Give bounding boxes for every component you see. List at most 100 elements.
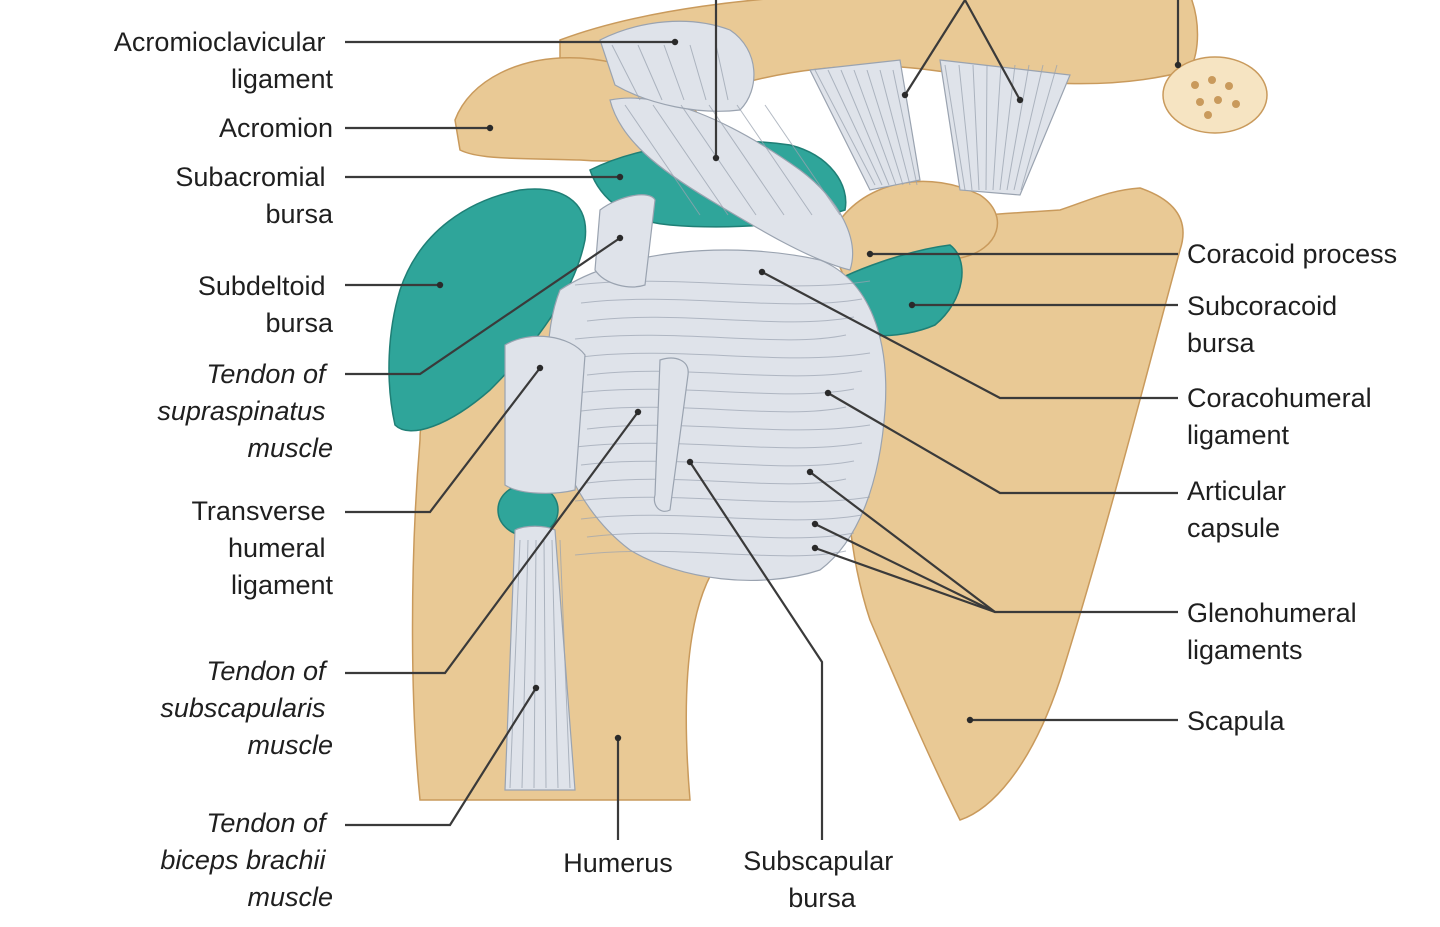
marrow-hole [1225, 82, 1233, 90]
label-subdeltoid-bursa: Subdeltoid bursa [198, 271, 334, 338]
label-glenohumeral-ligaments: Glenohumeral ligaments [1187, 598, 1364, 665]
leader-biceps-tendon [345, 687, 537, 827]
label-coracohumeral-ligament: Coracohumeral ligament [1187, 383, 1379, 450]
label-scapula: Scapula [1187, 706, 1286, 736]
ligament-fiber-line [736, 104, 813, 216]
marrow-hole [1232, 100, 1240, 108]
supraspinatus-tendon [594, 194, 656, 288]
dot [671, 38, 679, 46]
dot [536, 364, 544, 372]
label-tendon-supraspinatus: Tendon of supraspinatus muscle [157, 359, 333, 463]
leader-dots [436, 38, 1182, 742]
capsule-fiber-line [586, 424, 871, 431]
dot [614, 734, 622, 742]
capsule-fiber-line [586, 478, 847, 485]
ligament-fiber-line [853, 69, 897, 186]
capsule-fiber-line [586, 532, 855, 539]
leader-supraspinatus-tendon [345, 237, 621, 376]
dot [824, 389, 832, 397]
marrow-hole [1196, 98, 1204, 106]
label-articular-capsule: Articular capsule [1187, 476, 1294, 543]
biceps-brachii-tendon [504, 525, 576, 791]
ligament-fiber-line [1020, 64, 1058, 191]
clavicle-cut-end [1162, 56, 1268, 134]
ligament-fiber-line [985, 64, 988, 191]
dot [806, 468, 814, 476]
dot [908, 301, 916, 309]
dot [966, 716, 974, 724]
label-humerus: Humerus [563, 848, 673, 878]
ligament-fiber-line [708, 104, 785, 216]
labels: Acromioclavicular ligament Acromion Suba… [114, 27, 1397, 913]
ligament-fiber-line [840, 69, 890, 186]
capsule-fibers [574, 280, 871, 557]
ligament-fiber-line [1006, 64, 1030, 191]
ligament-fiber-line [892, 69, 918, 186]
ligament-fiber-line [533, 539, 537, 789]
leader-subscapular-bursa [689, 461, 824, 840]
ligament-fiber-line [827, 69, 883, 186]
leader-top-coracoclavicular-b [964, 0, 1021, 101]
ligament-fiber-line [521, 539, 529, 789]
ligament-fiber-line [543, 539, 547, 789]
capsule-fiber-line [580, 406, 847, 413]
dot [712, 154, 720, 162]
dot [1174, 61, 1182, 69]
ligament-fiber-line [637, 44, 663, 101]
capsule-fiber-line [574, 334, 847, 341]
leader-coracohumeral-ligament [761, 271, 1178, 400]
capsule-fiber-line [574, 388, 855, 395]
label-tendon-biceps-brachii: Tendon of biceps brachii muscle [160, 808, 333, 912]
ligament-fiber-line [559, 539, 571, 789]
shoulder-illustration [388, 0, 1268, 821]
leader-transverse-humeral-ligament [345, 367, 541, 514]
dot [758, 268, 766, 276]
label-coracoid-process: Coracoid process [1187, 239, 1397, 269]
ligament-fiber-line [663, 44, 685, 101]
label-subcoracoid-bursa: Subcoracoid bursa [1187, 291, 1345, 358]
ligament-fiber-line [944, 64, 966, 191]
ligament-fiber-line [652, 104, 729, 216]
coracoclavicular-ligament-1 [809, 59, 921, 191]
clavicle-marrow-holes [1191, 76, 1240, 119]
ligament-fiber-line [680, 104, 757, 216]
dot [811, 520, 819, 528]
leader-subscapularis-tendon [345, 411, 639, 675]
ligament-fiber-line [1013, 64, 1044, 191]
leader-glenohumeral-2 [814, 523, 996, 613]
dot [901, 91, 909, 99]
ligament-fiber-line [992, 64, 1002, 191]
ligament-fiber-line [958, 64, 973, 191]
ligament-fiber-line [551, 539, 559, 789]
ligament-fiber-line [764, 104, 841, 216]
dot [634, 408, 642, 416]
ligament-fiber-line [611, 44, 641, 101]
capsule-fiber-line [586, 370, 863, 377]
dot [616, 234, 624, 242]
marrow-hole [1191, 81, 1199, 89]
dot [616, 173, 624, 181]
ligament-fiber-line [509, 539, 521, 789]
coracoclavicular-ligament-2 [939, 59, 1071, 196]
capsule-fiber-line [586, 316, 855, 323]
label-subacromial-bursa: Subacromial bursa [175, 162, 334, 229]
marrow-hole [1208, 76, 1216, 84]
dot [532, 684, 540, 692]
ligament-fiber-line [814, 69, 876, 186]
ligament-fiber-line [624, 104, 701, 216]
marrow-hole [1214, 96, 1222, 104]
label-tendon-subscapularis: Tendon of subscapularis muscle [160, 656, 333, 760]
coracohumeral-ligament [609, 97, 854, 271]
scapula [839, 187, 1184, 821]
transverse-humeral-ligament [504, 335, 586, 494]
dot [1016, 96, 1024, 104]
marrow-hole [1204, 111, 1212, 119]
dot [686, 458, 694, 466]
capsule-fiber-line [574, 550, 847, 557]
ligament-fiber-line [866, 69, 904, 186]
capsule-fiber-line [580, 298, 863, 305]
label-acromion: Acromion [219, 113, 333, 143]
subscapularis-tendon [653, 357, 689, 512]
capsule-fiber-line [580, 352, 871, 359]
